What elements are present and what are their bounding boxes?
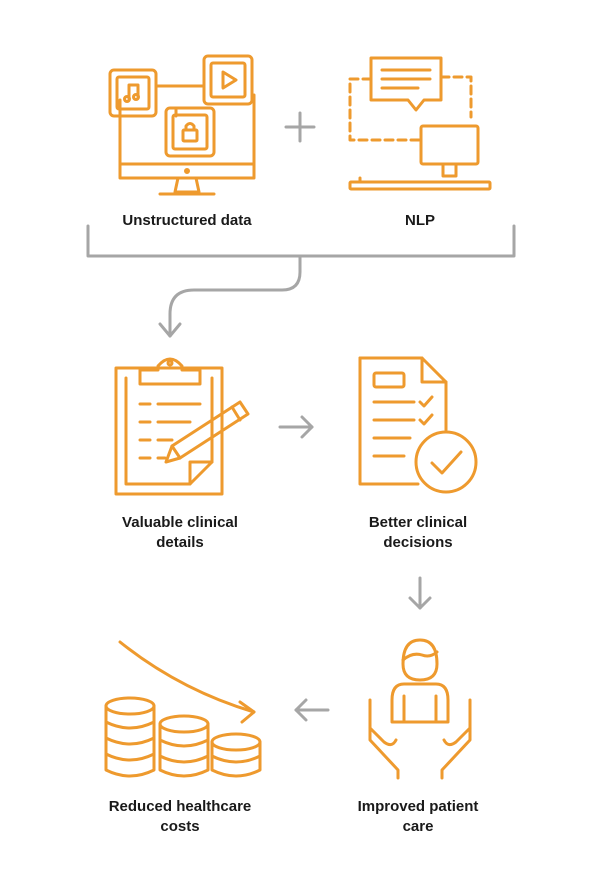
clipboard-pencil-icon: [114, 357, 250, 496]
arrow-down: [408, 576, 432, 610]
label-better-clinical-decisions: Better clinical decisions: [368, 514, 468, 551]
chat-computer-icon: [348, 56, 492, 191]
computer-media-files-icon: [108, 54, 256, 196]
label-improved-patient-care: Improved patient care: [357, 798, 479, 835]
label-nlp: NLP: [405, 212, 435, 229]
merge-bracket-arrow-down: [86, 224, 516, 338]
arrow-right: [278, 415, 314, 439]
patient-hands-icon: [368, 638, 472, 780]
label-valuable-clinical-details: Valuable clinical details: [122, 514, 238, 551]
arrow-left: [294, 698, 330, 722]
label-unstructured-data: Unstructured data: [122, 212, 252, 229]
document-checkmark-icon: [358, 356, 478, 494]
label-reduced-healthcare-costs: Reduced healthcare costs: [108, 798, 252, 835]
plus-sign: [284, 111, 316, 143]
coin-stacks-decrease-icon: [104, 640, 262, 778]
